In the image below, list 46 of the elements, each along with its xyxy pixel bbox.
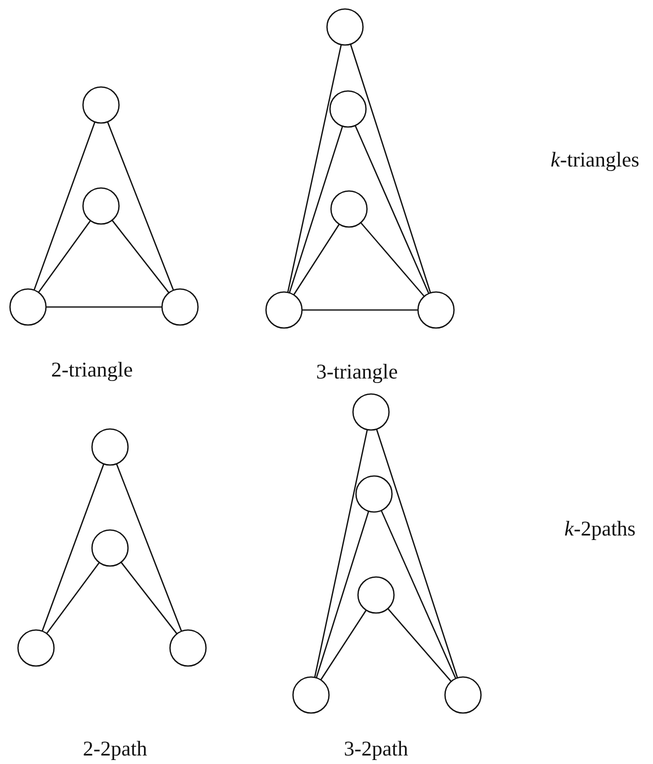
graph-edge	[287, 44, 342, 293]
vertex-circle	[82, 187, 120, 225]
vertex-circle	[444, 676, 482, 714]
graph-edge	[34, 122, 96, 290]
vertex-circle	[329, 90, 367, 128]
graph-edge	[38, 220, 91, 293]
vertex-circle	[161, 288, 199, 326]
vertex-circle	[292, 676, 330, 714]
vertex-circle	[91, 529, 129, 567]
graph-edge	[316, 510, 370, 678]
graph-edge	[46, 306, 162, 308]
graph-edge	[314, 429, 368, 678]
vertex-circle	[169, 629, 207, 667]
graph-edge	[46, 562, 100, 634]
graph-edge	[116, 464, 182, 632]
graph-edge	[106, 122, 174, 290]
graph-caption: 2-triangle	[51, 358, 133, 382]
graph-edge	[302, 309, 418, 311]
vertex-circle	[9, 288, 47, 326]
vertex-circle	[91, 428, 129, 466]
vertex-circle	[17, 629, 55, 667]
vertex-circle	[330, 190, 368, 228]
graph-edge	[380, 510, 456, 679]
vertex-circle	[355, 475, 393, 513]
vertex-circle	[352, 393, 390, 431]
graph-caption: k-2paths	[564, 516, 636, 542]
vertex-circle	[357, 576, 395, 614]
graph-edge	[120, 562, 178, 634]
graph-caption: 3-triangle	[316, 360, 398, 384]
graph-edge	[376, 428, 458, 678]
graph-edge	[288, 126, 344, 294]
vertex-circle	[265, 291, 303, 329]
vertex-circle	[82, 86, 120, 124]
vertex-circle	[417, 291, 455, 329]
vertex-circle	[326, 8, 364, 46]
graph-edge	[112, 220, 170, 294]
graph-edge	[42, 464, 104, 632]
graph-edge	[350, 44, 432, 294]
graph-edge	[293, 224, 340, 296]
graph-caption: k-triangles	[550, 148, 640, 172]
graph-caption: 3-2path	[344, 736, 408, 762]
graph-edge	[320, 610, 367, 680]
graph-edge	[387, 608, 452, 682]
graph-caption: 2-2path	[82, 736, 148, 762]
graph-edge	[354, 125, 430, 294]
graph-edge	[360, 222, 425, 297]
